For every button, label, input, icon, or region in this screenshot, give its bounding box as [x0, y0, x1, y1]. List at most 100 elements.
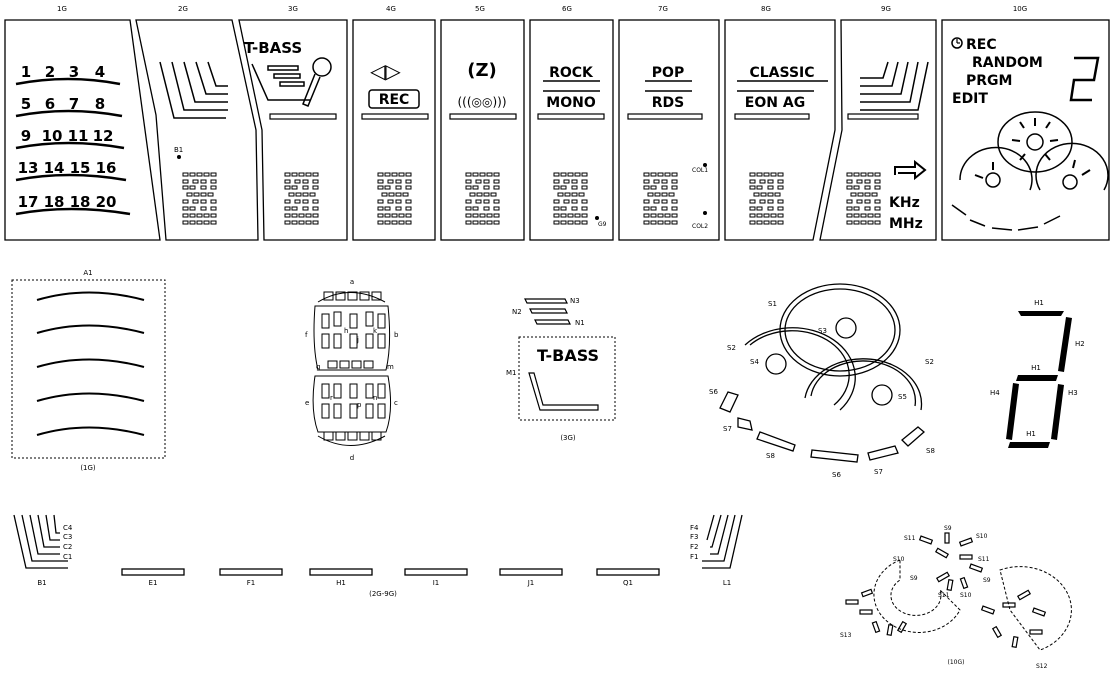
seg-n: n: [373, 394, 377, 402]
seg-c: c: [394, 399, 398, 407]
disc-s6b: S6: [832, 471, 841, 479]
disc-s3: S3: [818, 327, 827, 335]
grid-label-10g: 10G: [1013, 5, 1027, 13]
grid-label-9g: 9G: [881, 5, 891, 13]
p10g-digit: [1069, 56, 1100, 102]
s10g-label: S10: [976, 533, 988, 540]
panel-9g-content: KHz MHz: [860, 61, 929, 232]
panel-4g-content: ◁▷ REC: [368, 59, 420, 109]
s10g-label: S11: [904, 535, 916, 542]
detail-3g-m1: M1: [506, 369, 517, 377]
p6g-rock: ROCK: [549, 65, 594, 81]
digit-top: H1: [1034, 299, 1044, 307]
grid-labels: 1G 2G 3G 4G 5G 6G 7G 8G 9G 10G: [57, 5, 1027, 13]
detail-10g-caption: (10G): [948, 659, 965, 666]
panel-2g: [135, 19, 259, 241]
panel-4g: [352, 19, 436, 241]
detail-3g-n2: N2: [512, 308, 522, 316]
seg-e: e: [305, 399, 309, 407]
p10g-prgm: PRGM: [966, 73, 1012, 89]
clock-icon: [951, 37, 963, 49]
p1g-num: 14: [44, 159, 65, 177]
panel-3g-content: T-BASS: [244, 39, 332, 107]
bar-c3: C3: [63, 533, 72, 541]
p6g-mono: MONO: [546, 95, 596, 111]
detail-3g-n3: N3: [570, 297, 580, 305]
p1g-num: 7: [69, 95, 79, 113]
p1g-num: 15: [70, 159, 91, 177]
p1g-num: 16: [96, 159, 117, 177]
p5g-bottom: (((◎◎))): [457, 95, 506, 109]
panel-8g: [724, 19, 836, 241]
digit-right-top: H2: [1075, 340, 1085, 348]
repeat-arrow-icon: [894, 159, 927, 181]
grid-label-6g: 6G: [562, 5, 572, 13]
p1g-num: 13: [18, 159, 39, 177]
p3g-label: T-BASS: [244, 39, 302, 57]
panel-1g-content: 1 2 3 4 5 6 7 8 9 10 11 12 13 14 15 16 1…: [15, 63, 131, 216]
p7g-pop: POP: [652, 65, 684, 81]
p10g-rec: REC: [966, 37, 997, 53]
p4g-rec: REC: [379, 92, 410, 108]
s10g-label: S11: [978, 556, 990, 563]
detail-digit: H1 H2 H1 H4 H3 H1: [990, 299, 1085, 448]
bar-c2: C2: [63, 543, 72, 551]
p6g-g9: G9: [598, 221, 607, 228]
p1g-num: 17: [18, 193, 39, 211]
p7g-rds: RDS: [652, 95, 684, 111]
digit-bottom: H1: [1026, 430, 1036, 438]
panel-10g: [941, 19, 1110, 241]
panel-10g-content: REC RANDOM PRGM EDIT: [951, 37, 1109, 231]
s10g-label: S9: [983, 577, 991, 584]
detail-1g-caption: (1G): [80, 464, 96, 472]
p8g-classic: CLASSIC: [749, 65, 814, 81]
s10g-label: S9: [944, 525, 952, 532]
panel-5g: [440, 19, 525, 241]
panel-2g-content: B1: [159, 61, 228, 159]
grid-label-2g: 2G: [178, 5, 188, 13]
panel-1g: [4, 19, 161, 241]
p1g-num: 6: [45, 95, 55, 113]
detail-16seg: a f h j k b g m e r p n c d: [305, 278, 399, 462]
bar-f1-label: F1: [247, 579, 255, 587]
p7g-col1: COL1: [692, 167, 708, 174]
p1g-num: 18: [70, 193, 91, 211]
seg-a: a: [350, 278, 354, 286]
bars-caption: (2G-9G): [369, 590, 397, 598]
detail-bars: C4 C3 C2 C1 F4 F3 F2 F1 B1 E1 F1 H1 I1 J…: [13, 514, 743, 598]
bar-f1: F1: [690, 553, 698, 561]
s10g-label: S9: [910, 575, 918, 582]
detail-3g: N3 N2 N1 M1 T-BASS (3G): [506, 297, 616, 442]
p1g-num: 4: [95, 63, 105, 81]
detail-3g-n1: N1: [575, 319, 585, 327]
disc-s4: S4: [750, 358, 759, 366]
seg-p: p: [357, 401, 362, 409]
bar-e1: E1: [149, 579, 158, 587]
p4g-arrows: ◁▷: [369, 59, 401, 83]
bar-f3: F3: [690, 533, 698, 541]
panel-9g: [819, 19, 937, 241]
bar-f4: F4: [690, 524, 699, 532]
bar-q1: Q1: [623, 579, 633, 587]
bar-c4: C4: [63, 524, 73, 532]
grid-label-4g: 4G: [386, 5, 396, 13]
disc-s7a: S7: [723, 425, 732, 433]
seg-k: k: [373, 327, 378, 335]
seg-h: h: [344, 327, 348, 335]
s10g-label: S11: [938, 592, 950, 599]
panel-6g-content: ROCK MONO G9: [543, 65, 607, 228]
disc-s2b: S2: [925, 358, 934, 366]
disc-s6a: S6: [709, 388, 718, 396]
seg-b: b: [394, 331, 399, 339]
bar-b1: B1: [37, 579, 46, 587]
s10g-label: S10: [960, 592, 972, 599]
bar-h1: H1: [336, 579, 346, 587]
bar-i1: I1: [433, 579, 440, 587]
p1g-num: 5: [21, 95, 31, 113]
p1g-num: 20: [96, 193, 117, 211]
detail-1g-top: A1: [83, 269, 92, 277]
bar-j1: J1: [527, 579, 535, 587]
seg-f: f: [305, 331, 308, 339]
seg-g: g: [316, 363, 320, 371]
